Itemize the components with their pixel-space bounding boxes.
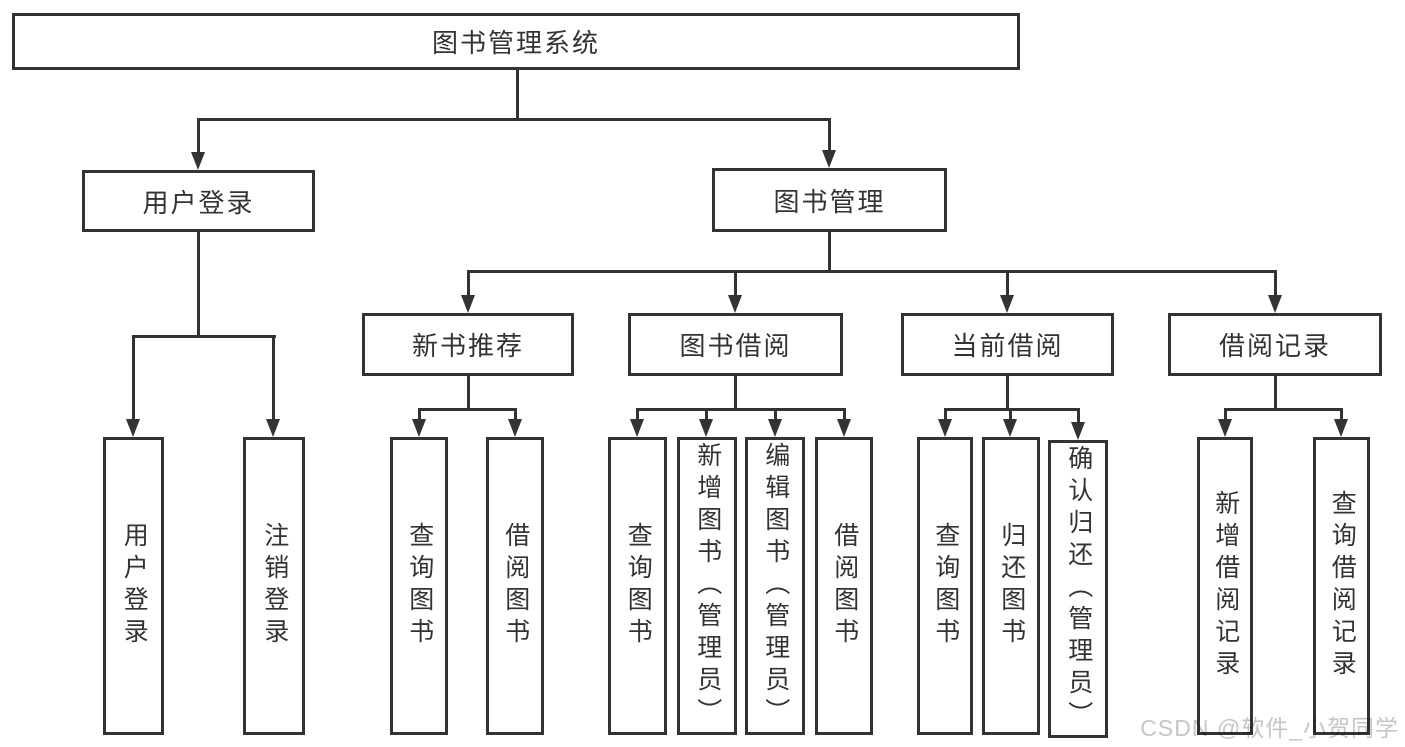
- node-query-borrow-record: 查询借阅记录: [1313, 437, 1370, 735]
- connector-line: [467, 270, 470, 298]
- connector-line: [272, 335, 275, 421]
- node-add-borrow-record: 新增借阅记录: [1197, 437, 1253, 735]
- arrow-down-icon: [630, 419, 644, 437]
- node-label: 编辑图书（管理员）: [761, 442, 790, 730]
- node-logout: 注销登录: [243, 437, 305, 735]
- node-label: 新书推荐: [411, 331, 524, 361]
- connector-line: [132, 335, 135, 421]
- connector-line: [1224, 408, 1227, 422]
- node-label: 图书管理: [773, 186, 886, 217]
- node-book-management-system: 图书管理系统: [12, 13, 1020, 70]
- node-query-books-borrowing: 查询图书: [608, 437, 667, 735]
- node-new-book-recommendation: 新书推荐: [362, 313, 574, 376]
- connector-line: [1009, 408, 1012, 422]
- connector-line: [418, 408, 421, 422]
- connector-line: [197, 118, 200, 154]
- connector-line: [843, 408, 846, 422]
- node-label: 图书借阅: [679, 331, 792, 361]
- node-label: 用户登录: [142, 187, 255, 218]
- connector-line: [467, 376, 470, 410]
- node-label: 借阅记录: [1218, 331, 1331, 361]
- connector-line: [1006, 270, 1009, 298]
- connector-line: [1006, 376, 1009, 410]
- arrow-down-icon: [508, 419, 522, 437]
- node-label: 注销登录: [260, 522, 289, 650]
- node-user-login: 用户登录: [82, 170, 315, 232]
- node-label: 借阅图书: [501, 522, 530, 650]
- connector-line: [514, 408, 517, 422]
- node-query-books-recommend: 查询图书: [390, 437, 448, 735]
- connector-line: [1077, 408, 1080, 425]
- node-user-login-leaf: 用户登录: [103, 437, 164, 735]
- node-borrow-books-borrowing: 借阅图书: [815, 437, 873, 735]
- arrow-down-icon: [837, 419, 851, 437]
- node-book-borrowing: 图书借阅: [628, 313, 843, 376]
- arrow-down-icon: [938, 419, 952, 437]
- arrow-down-icon: [1218, 419, 1232, 437]
- connector-line: [705, 408, 708, 422]
- node-current-borrowing: 当前借阅: [901, 313, 1114, 376]
- arrow-down-icon: [768, 419, 782, 437]
- arrow-down-icon: [266, 419, 280, 437]
- connector-line: [418, 408, 517, 411]
- arrow-down-icon: [728, 295, 742, 313]
- node-borrow-books-recommend: 借阅图书: [486, 437, 544, 735]
- arrow-down-icon: [461, 295, 475, 313]
- connector-line: [828, 232, 831, 273]
- connector-line: [734, 376, 737, 410]
- node-query-books-current: 查询图书: [917, 437, 973, 735]
- node-label: 图书管理系统: [431, 28, 600, 58]
- node-label: 确认归还（管理员）: [1064, 445, 1093, 733]
- node-edit-book-admin: 编辑图书（管理员）: [745, 437, 805, 735]
- connector-line: [1224, 408, 1342, 411]
- node-label: 用户登录: [120, 522, 149, 650]
- node-return-books: 归还图书: [982, 437, 1040, 735]
- connector-line: [828, 118, 831, 152]
- connector-line: [197, 118, 831, 121]
- connector-line: [944, 408, 1080, 411]
- arrow-down-icon: [1003, 419, 1017, 437]
- connector-line: [197, 232, 200, 338]
- node-borrowing-records: 借阅记录: [1168, 313, 1382, 376]
- node-add-book-admin: 新增图书（管理员）: [677, 437, 737, 735]
- arrow-down-icon: [1000, 295, 1014, 313]
- connector-line: [944, 408, 947, 422]
- node-label: 查询借阅记录: [1328, 490, 1357, 682]
- arrow-down-icon: [191, 152, 205, 170]
- node-label: 查询图书: [405, 522, 434, 650]
- connector-line: [467, 270, 1277, 273]
- arrow-down-icon: [699, 419, 713, 437]
- node-label: 借阅图书: [830, 522, 859, 650]
- arrow-down-icon: [412, 419, 426, 437]
- connector-line: [774, 408, 777, 422]
- arrow-down-icon: [1071, 422, 1085, 440]
- node-label: 新增借阅记录: [1211, 490, 1240, 682]
- arrow-down-icon: [822, 150, 836, 168]
- connector-line: [636, 408, 846, 411]
- node-label: 归还图书: [997, 522, 1026, 650]
- connector-line: [1274, 376, 1277, 410]
- arrow-down-icon: [126, 419, 140, 437]
- connector-line: [1274, 270, 1277, 298]
- connector-line: [132, 335, 276, 338]
- connector-line: [1340, 408, 1343, 422]
- node-label: 新增图书（管理员）: [693, 442, 722, 730]
- node-confirm-return-admin: 确认归还（管理员）: [1048, 440, 1108, 738]
- connector-line: [636, 408, 639, 422]
- node-book-management: 图书管理: [712, 168, 947, 232]
- node-label: 查询图书: [624, 522, 653, 650]
- csdn-watermark: CSDN @软件_小贺同学: [1140, 715, 1399, 741]
- arrow-down-icon: [1268, 295, 1282, 313]
- node-label: 当前借阅: [951, 331, 1064, 361]
- connector-line: [734, 270, 737, 298]
- connector-line: [516, 70, 519, 121]
- node-label: 查询图书: [931, 522, 960, 650]
- arrow-down-icon: [1334, 419, 1348, 437]
